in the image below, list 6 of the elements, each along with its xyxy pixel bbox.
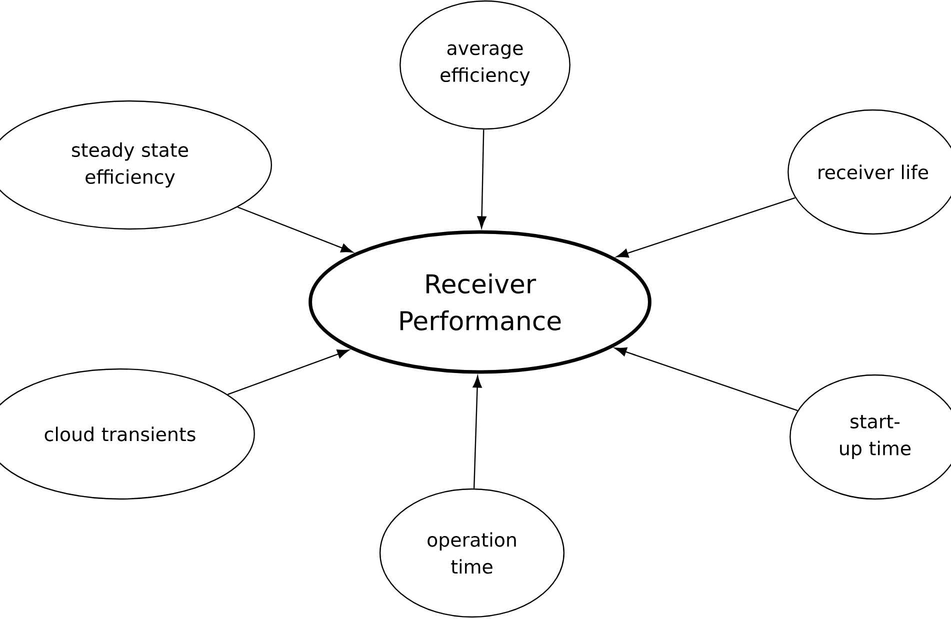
arrow xyxy=(616,197,796,258)
arrow xyxy=(237,206,353,253)
arrow xyxy=(477,130,486,228)
arrow xyxy=(614,347,798,412)
arrow xyxy=(472,376,482,488)
arrow xyxy=(228,350,350,396)
